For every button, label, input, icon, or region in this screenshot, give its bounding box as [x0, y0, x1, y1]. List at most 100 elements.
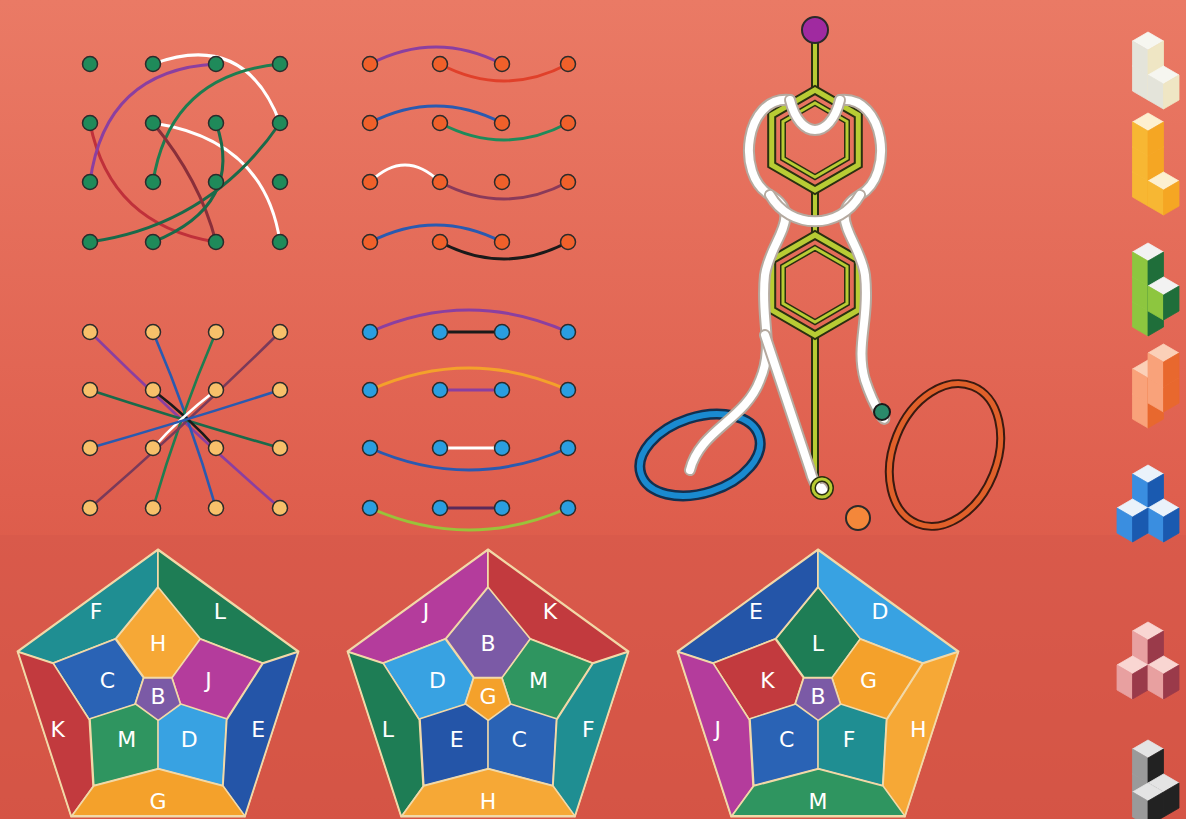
region-fill: [465, 678, 511, 721]
region-letter: C: [779, 729, 794, 751]
graph-vertex: [363, 57, 378, 72]
graph-edge: [370, 165, 440, 182]
graph-vertex: [561, 383, 576, 398]
cube-front: [1133, 41, 1149, 75]
graph-vertex: [363, 501, 378, 516]
region-fill: [750, 704, 819, 786]
region-letter: K: [543, 601, 557, 623]
region-fill: [72, 769, 245, 816]
region-fill: [158, 704, 227, 786]
region-letter: J: [423, 601, 430, 623]
map-region: E: [221, 650, 300, 818]
map-region: D: [156, 702, 228, 788]
graph-vertex: [146, 501, 161, 516]
map-region: M: [88, 702, 160, 788]
cube-front: [1148, 665, 1164, 699]
graph-vertex: [495, 235, 510, 250]
cube-front: [1148, 181, 1164, 215]
region-shape: [711, 637, 806, 721]
map-region: L: [774, 585, 863, 680]
graph-vertex: [209, 383, 224, 398]
graph-edge: [440, 331, 502, 334]
region-letter: H: [480, 791, 497, 813]
map-region: H: [400, 767, 577, 818]
graph-panels: [83, 47, 576, 530]
region-fill: [223, 652, 298, 816]
graph-vertex: [495, 383, 510, 398]
region-letter: F: [843, 729, 856, 751]
graph-vertex: [495, 441, 510, 456]
bond: [813, 190, 817, 235]
region-letter: B: [810, 686, 825, 708]
cube-side: [1164, 286, 1180, 320]
graph-edge: [153, 123, 280, 242]
graph-edge: [153, 64, 280, 182]
graph-vertex: [146, 57, 161, 72]
graph-edge: [153, 55, 280, 123]
region-letter: D: [871, 601, 888, 623]
benzene-ring-outline: [772, 235, 859, 335]
graph-edge: [90, 390, 280, 448]
purple-ball: [802, 17, 828, 43]
cube-front: [1148, 353, 1164, 387]
region-letter: C: [100, 670, 115, 692]
graph-vertex: [83, 325, 98, 340]
graph-edge: [370, 310, 568, 332]
region-letter: F: [582, 719, 595, 741]
graph-vertex: [273, 175, 288, 190]
region-letter: C: [512, 729, 527, 751]
graph-vertex: [209, 57, 224, 72]
graph-vertex: [433, 235, 448, 250]
region-fill: [488, 550, 628, 663]
region-letter: M: [808, 791, 827, 813]
map-region: K: [486, 548, 630, 665]
map-region: C: [486, 702, 558, 788]
region-fill: [90, 704, 159, 786]
benzene-ring: [772, 235, 859, 335]
cube-side: [1133, 508, 1149, 542]
graph-vertex: [363, 175, 378, 190]
region-letter: G: [149, 791, 166, 813]
region-letter: J: [205, 670, 212, 692]
rope: [765, 335, 824, 493]
map-region: J: [346, 548, 490, 665]
region-fill: [446, 587, 531, 678]
map-region: L: [346, 650, 425, 818]
region-letter: L: [812, 633, 824, 655]
region-fill: [53, 639, 144, 720]
bond: [813, 335, 817, 478]
map-region: D: [816, 548, 960, 665]
region-fill: [488, 704, 557, 786]
region-shape: [16, 548, 160, 665]
map-region: E: [418, 702, 490, 788]
region-shape: [346, 548, 490, 665]
graph-vertex: [146, 235, 161, 250]
graph-vertex: [273, 383, 288, 398]
region-shape: [170, 637, 265, 721]
map-region: D: [381, 637, 476, 721]
region-fill: [553, 652, 628, 816]
graph-vertex: [209, 175, 224, 190]
map-region: J: [676, 650, 755, 818]
region-shape: [486, 548, 630, 665]
graph-vertex: [146, 441, 161, 456]
map-region: C: [748, 702, 820, 788]
map-region: C: [51, 637, 146, 721]
pentagon-outline: [348, 550, 628, 816]
region-fill: [818, 704, 887, 786]
graph-vertex: [433, 116, 448, 131]
map-region: M: [730, 767, 907, 818]
graph-vertex: [273, 116, 288, 131]
green-bead: [874, 404, 890, 420]
region-fill: [732, 769, 905, 816]
graph-vertex: [209, 235, 224, 250]
region-letter: B: [480, 633, 495, 655]
graph-vertex: [273, 325, 288, 340]
cube-side: [1164, 665, 1180, 699]
region-fill: [502, 639, 593, 720]
region-letter: L: [382, 719, 394, 741]
rope-outline: [840, 100, 884, 419]
graph-vertex: [363, 383, 378, 398]
